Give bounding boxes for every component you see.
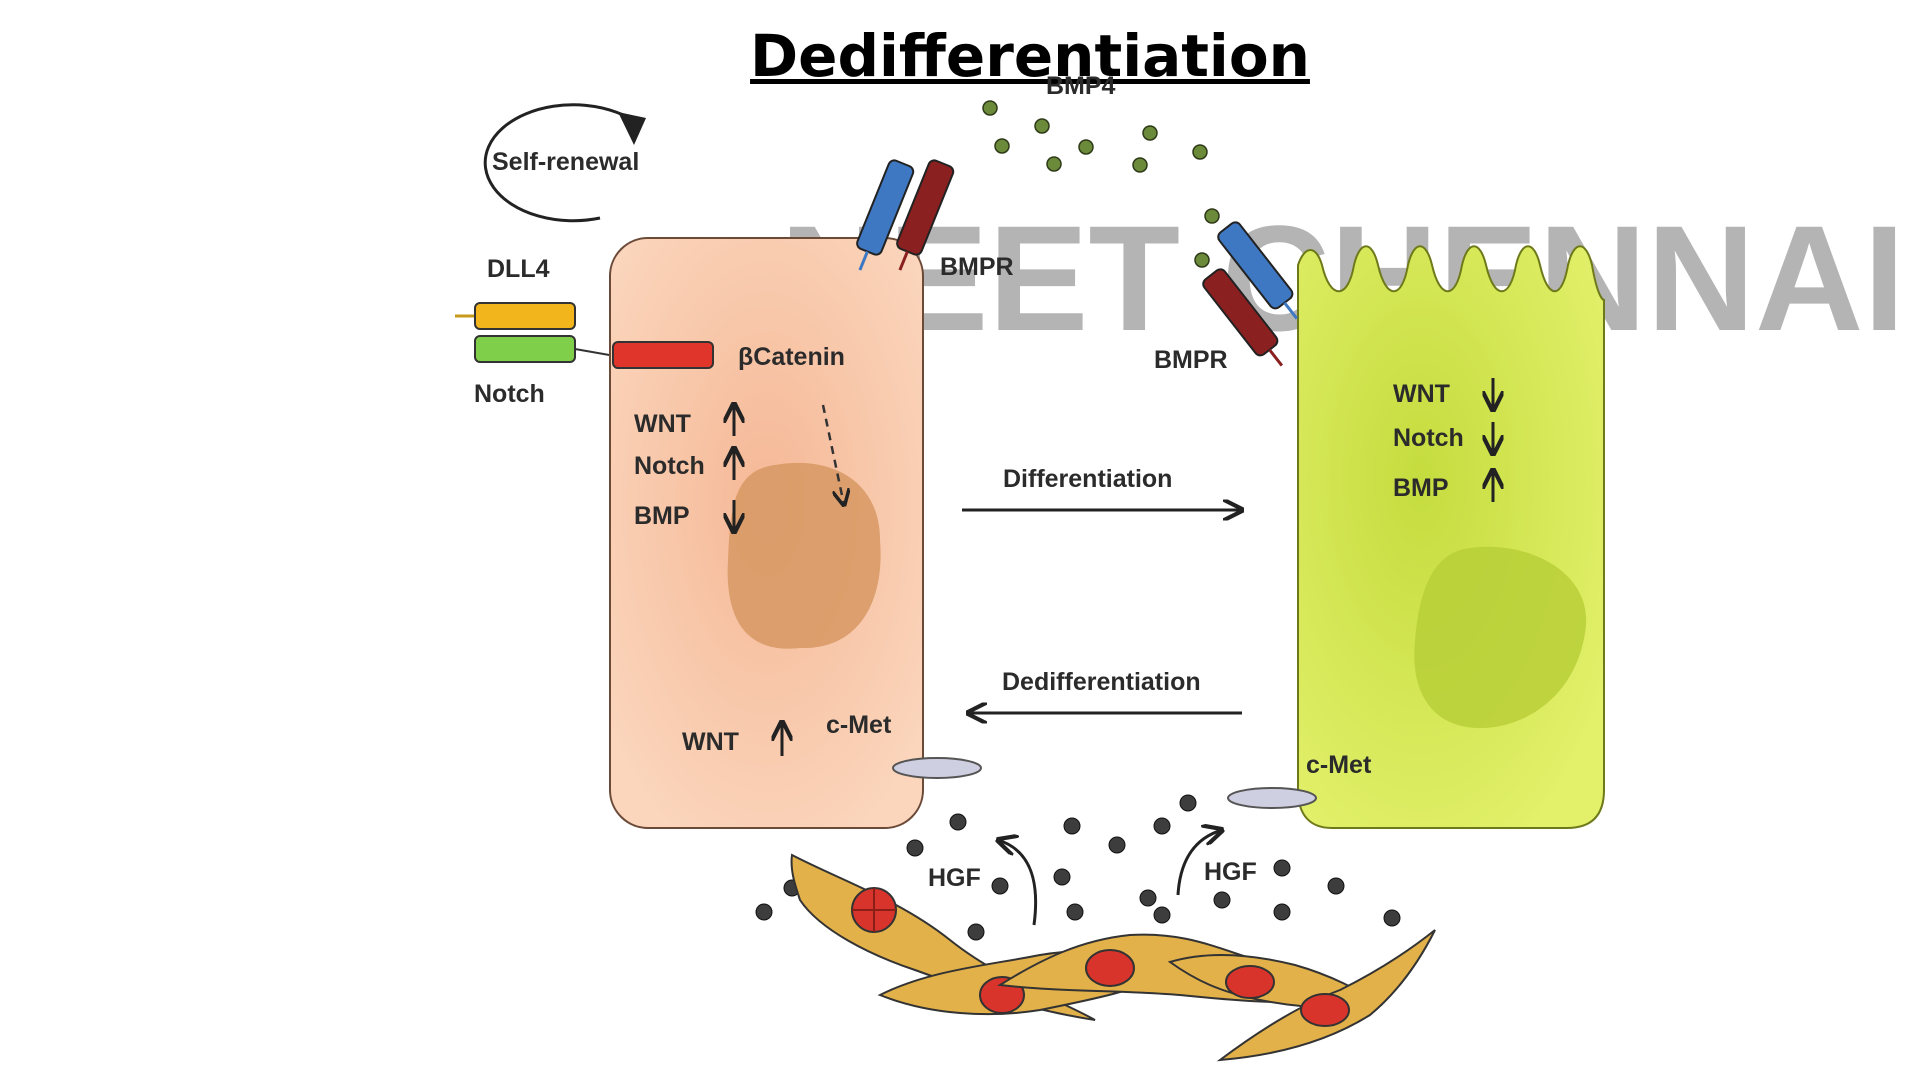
hgf-right-label: HGF [1204, 858, 1257, 886]
stem-signal-notch: Notch [634, 448, 734, 480]
dll4-notch-complex: DLL4 Notch [455, 255, 616, 408]
self-renewal-label: Self-renewal [492, 148, 639, 176]
cmet-right-label: c-Met [1306, 751, 1372, 779]
cmet-right: c-Met [1227, 751, 1372, 809]
bmp4-ligands [982, 100, 1220, 268]
slide-title: Dedifferentiation [750, 22, 1310, 90]
notch-label: Notch [474, 380, 545, 408]
diff-signal-wnt: WNT [1393, 378, 1493, 410]
bmpr-left-label: BMPR [940, 253, 1014, 281]
bmpr-right: BMPR [1154, 221, 1299, 374]
stem-cell-nucleus [727, 462, 881, 649]
diff-signal-bmp-label: BMP [1393, 474, 1449, 502]
self-renewal-loop: Self-renewal [483, 103, 646, 223]
hgf-right-release: HGF [1176, 830, 1257, 896]
fibroblast-3-nucleus [1085, 949, 1135, 987]
stem-signal-wnt-label: WNT [634, 410, 691, 438]
stem-signal-bmp: BMP [634, 500, 734, 532]
dedifferentiation-label: Dedifferentiation [1002, 668, 1201, 696]
diff-signal-notch-label: Notch [1393, 424, 1464, 452]
stem-bottom-signal-wnt: WNT [682, 722, 782, 756]
stem-signal-bmp-label: BMP [634, 502, 690, 530]
fibroblast-cells [790, 853, 1436, 1062]
stem-cell: βCatenin [609, 237, 924, 829]
differentiated-cell-nucleus [1414, 546, 1587, 729]
beta-catenin-receptor [612, 341, 714, 369]
bmpr-right-label: BMPR [1154, 346, 1228, 374]
diff-signal-notch: Notch [1393, 422, 1493, 454]
diff-signal-wnt-label: WNT [1393, 380, 1450, 408]
differentiated-cell [1297, 245, 1605, 829]
stem-signal-wnt: WNT [634, 404, 734, 438]
diff-signal-bmp: BMP [1393, 470, 1493, 502]
hgf-ligands [755, 794, 1401, 941]
bmpr-left: BMPR [856, 159, 1014, 281]
dll4-label: DLL4 [487, 255, 550, 283]
hgf-left-release: HGF [928, 840, 1038, 926]
fibroblast-5-nucleus [1300, 993, 1350, 1027]
beta-catenin-label: βCatenin [738, 343, 845, 371]
differentiation-label: Differentiation [1003, 465, 1172, 493]
dedifferentiation-arrow: Dedifferentiation [968, 668, 1242, 713]
fibroblast-4-nucleus [1225, 965, 1275, 999]
cmet-left: c-Met [826, 711, 982, 779]
stem-bottom-wnt-label: WNT [682, 728, 739, 756]
differentiation-arrow: Differentiation [962, 465, 1242, 510]
dll4-ligand [474, 302, 576, 330]
stem-signal-notch-label: Notch [634, 452, 705, 480]
notch-receptor [474, 335, 576, 363]
cmet-left-label: c-Met [826, 711, 892, 739]
hgf-left-label: HGF [928, 864, 981, 892]
bmp4-label: BMP4 [1046, 72, 1116, 100]
